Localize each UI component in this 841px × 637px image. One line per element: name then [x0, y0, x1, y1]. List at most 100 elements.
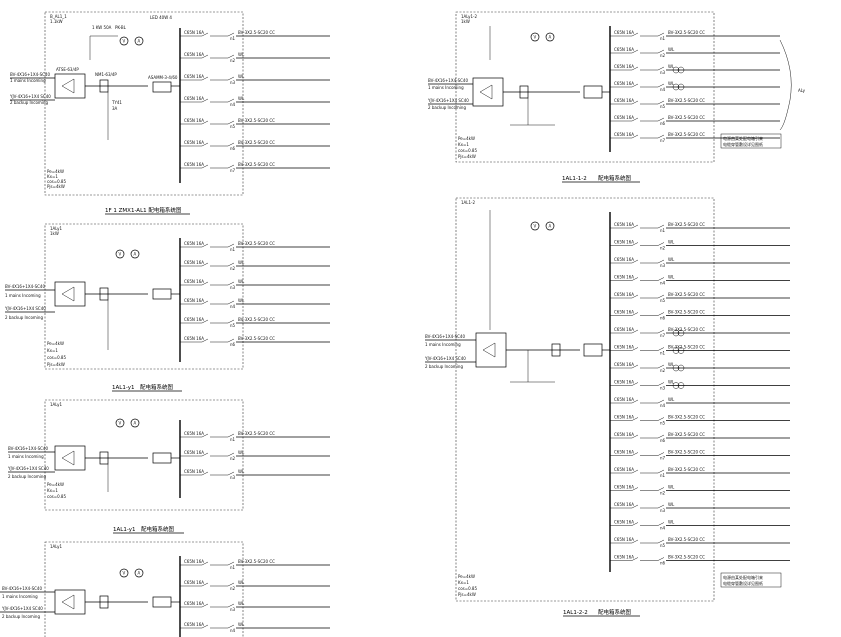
panel-5-caption-suffix: 配电箱系统图 — [598, 174, 632, 182]
svg-text:Pjs=4kW: Pjs=4kW — [458, 154, 476, 159]
svg-text:V: V — [534, 224, 537, 229]
circuit-breaker-rating: C65N 16A — [614, 502, 634, 507]
svg-text:Kx=1: Kx=1 — [458, 142, 469, 147]
circuit-number: n4 — [660, 281, 666, 286]
svg-text:A: A — [134, 252, 137, 257]
circuit-cable-spec: BV-3X2.5-SC20 CC — [238, 118, 275, 123]
circuit-cable-spec: WL — [238, 260, 245, 265]
svg-text:V: V — [123, 571, 126, 576]
panel-5-note-2: 电缆穿管敷设详见图纸 — [723, 141, 763, 147]
svg-text:BV-4X16+1X4-SC40: BV-4X16+1X4-SC40 — [8, 446, 48, 451]
panel-4: 1ALy1 V A BV-4X16+1X4-SC40 1 mains Incom… — [0, 541, 330, 637]
circuit-breaker-rating: C65N 16A — [614, 64, 634, 69]
circuit-number: n5 — [230, 124, 236, 129]
panel-3-frame — [44, 399, 244, 511]
circuit-breaker-rating: C65N 16A — [184, 622, 204, 627]
svg-text:Kx=1: Kx=1 — [47, 488, 58, 493]
svg-text:1ALy1: 1ALy1 — [50, 544, 63, 549]
circuit-cable-spec: WL — [668, 520, 675, 525]
svg-text:BV-4X16+1X4-SC40: BV-4X16+1X4-SC40 — [5, 284, 45, 289]
circuit-cable-spec: WL — [668, 362, 675, 367]
circuit-cable-spec: BV-3X2.5-SC20 CC — [238, 317, 275, 322]
svg-text:cos=0.85: cos=0.85 — [47, 355, 66, 360]
circuit-cable-spec: BV-3X2.5-SC20 CC — [668, 310, 705, 315]
svg-text:A: A — [134, 421, 137, 426]
circuit-breaker-rating: C65N 16A — [614, 222, 634, 227]
transformer-coil — [677, 382, 685, 389]
panel-5: 1ALy1-2 1kW V A BV-4X16+1X4-SC40 1 mains… — [427, 11, 806, 183]
circuit-breaker-rating: C65N 16A — [184, 450, 204, 455]
svg-text:V: V — [119, 421, 122, 426]
circuit-breaker-rating: C65N 16A — [184, 140, 204, 145]
circuit-number: n1 — [660, 351, 666, 356]
svg-text:A: A — [549, 224, 552, 229]
circuit-cable-spec: WL — [238, 622, 245, 627]
circuit-cable-spec: BV-3X2.5-SC20 CC — [668, 327, 705, 332]
circuit-cable-spec: WL — [668, 47, 675, 52]
svg-text:2 backup Incoming: 2 backup Incoming — [8, 474, 46, 479]
transformer-coil — [672, 66, 680, 74]
circuit-number: n1 — [660, 228, 666, 233]
panel-2-caption-suffix: 配电箱系统图 — [140, 383, 174, 391]
circuit-number: n4 — [230, 102, 236, 107]
circuit-number: n2 — [660, 368, 666, 373]
svg-text:Pe=4kW: Pe=4kW — [47, 341, 64, 346]
circuit-number: n6 — [660, 438, 666, 443]
circuit-breaker-rating: C65N 16A — [614, 450, 634, 455]
incoming-1: BV-4X16+1X4-SC40 — [10, 72, 50, 77]
panel-1: B_AL1_1 1.1kW 1 KW 50A PK-BL LED 40W 4 V… — [9, 11, 330, 215]
circuit-breaker-rating: C65N 16A — [614, 292, 634, 297]
transformer-coil — [677, 83, 685, 91]
circuit-number: n5 — [660, 543, 666, 548]
svg-text:cos=0.85: cos=0.85 — [458, 148, 477, 153]
incoming-2: YJV-4X16+1X4 SC40 — [9, 94, 51, 99]
svg-text:1 mains Incoming: 1 mains Incoming — [8, 454, 44, 459]
svg-text:2 backup Incoming: 2 backup Incoming — [2, 614, 40, 619]
svg-text:cos=0.85: cos=0.85 — [47, 494, 66, 499]
circuit-breaker-rating: C65N 16A — [614, 380, 634, 385]
circuit-cable-spec: WL — [238, 450, 245, 455]
panel-1-breaker-label: 1 KW 50A — [92, 25, 112, 30]
panel-1-spec-3: cos=0.85 — [47, 179, 66, 184]
panel-2-id: 1ALy1 — [50, 226, 63, 231]
circuit-number: n3 — [230, 607, 236, 612]
svg-text:ALy: ALy — [798, 88, 806, 93]
ammeter-symbol — [134, 36, 144, 46]
circuit-cable-spec: BV-3X2.5-SC20 CC — [668, 345, 705, 350]
circuit-breaker-rating: C65N 16A — [184, 469, 204, 474]
circuit-breaker-rating: C65N 16A — [614, 257, 634, 262]
svg-text:2 backup Incoming: 2 backup Incoming — [5, 315, 43, 320]
svg-text:Pjs=4kW: Pjs=4kW — [47, 362, 65, 367]
transformer-coil — [677, 66, 685, 74]
circuit-cable-spec: BV-3X2.5-SC20 CC — [668, 222, 705, 227]
circuit-cable-spec: WL — [668, 502, 675, 507]
circuit-number: n1 — [230, 565, 236, 570]
panel-3: 1ALy1 V A BV-4X16+1X4-SC40 1 mains Incom… — [7, 399, 330, 534]
panel-1-spec-1: Pe=4kW — [47, 169, 64, 174]
transformer-coil — [672, 83, 680, 91]
panel-5-note-box — [720, 133, 782, 149]
circuit-cable-spec: WL — [668, 240, 675, 245]
panel-5-brace — [779, 39, 792, 131]
circuit-breaker-rating: C65N 16A — [184, 298, 204, 303]
circuit-number: n2 — [660, 246, 666, 251]
circuit-number: n7 — [660, 456, 666, 461]
circuit-number: n4 — [230, 628, 236, 633]
circuit-breaker-rating: C65N 16A — [184, 279, 204, 284]
transformer-coil — [672, 382, 680, 389]
